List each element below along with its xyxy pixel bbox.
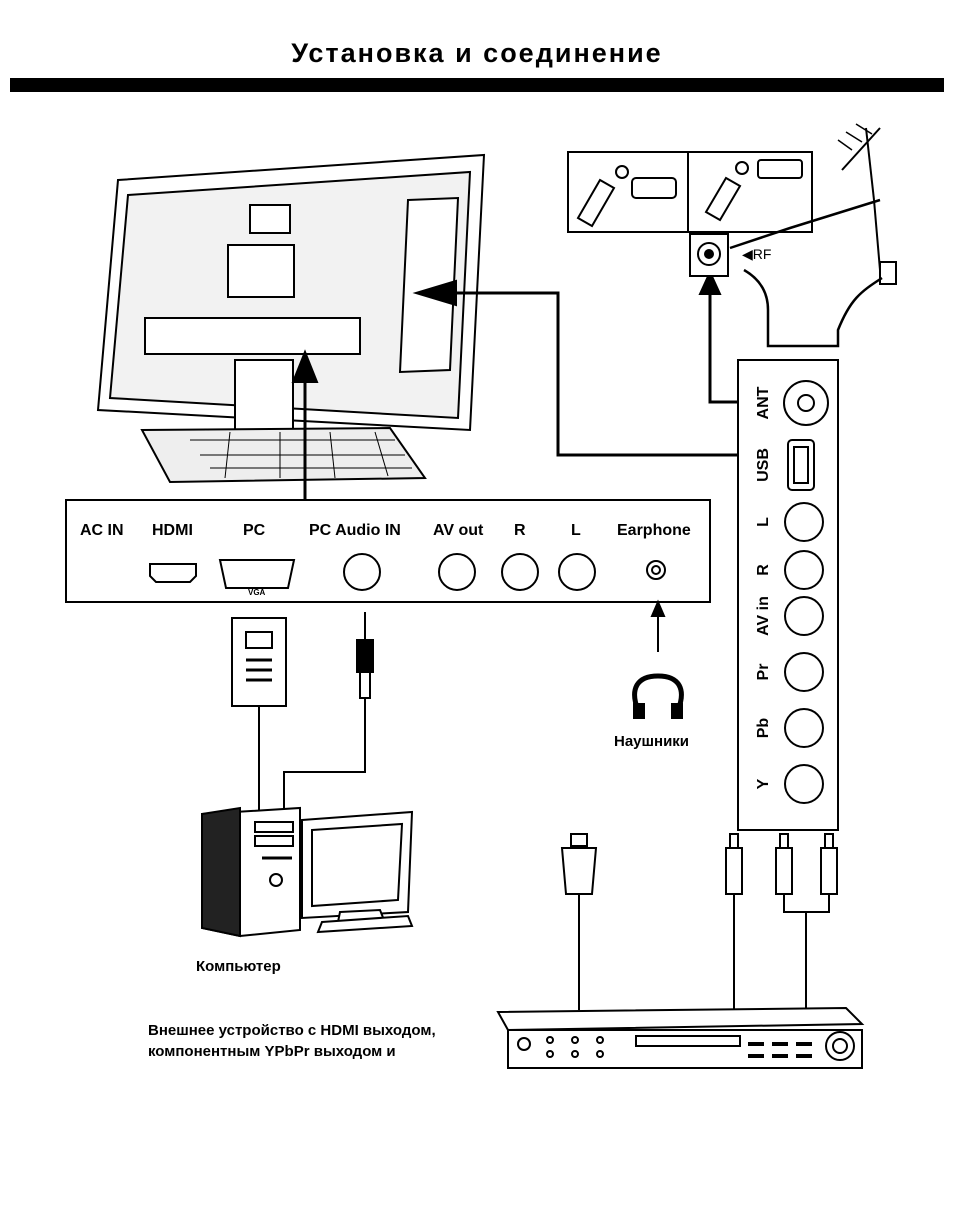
side-label-pb: Pb — [755, 710, 773, 746]
external-device-line-2: компонентным YPbPr выходом и — [148, 1041, 436, 1062]
side-label-usb: USB — [755, 447, 773, 483]
headphones-label: Наушники — [614, 733, 689, 750]
side-label-ant: ANT — [755, 385, 773, 421]
side-connector-panel — [738, 360, 838, 830]
hdmi-cable — [562, 834, 596, 1010]
side-label-pr: Pr — [755, 654, 773, 690]
port-label-hdmi: HDMI — [152, 522, 193, 540]
external-device-line-1: Внешнее устройство с HDMI выходом, — [148, 1020, 436, 1041]
external-player-illustration — [498, 1008, 862, 1068]
side-label-r: R — [755, 552, 773, 588]
headphones-icon — [634, 676, 682, 718]
port-label-earphone: Earphone — [617, 522, 691, 540]
computer-illustration — [202, 808, 412, 936]
rf-label-text: RF — [753, 246, 772, 262]
pc-audio-cable — [284, 612, 373, 822]
port-label-r: R — [514, 522, 526, 540]
side-label-l: L — [755, 504, 773, 540]
side-label-av-in: AV in — [755, 592, 773, 640]
bottom-connector-panel — [66, 500, 710, 602]
computer-label: Компьютер — [196, 958, 281, 975]
side-label-y: Y — [755, 766, 773, 802]
tv-back-illustration — [98, 155, 484, 482]
rf-plug-inset-right — [688, 152, 812, 232]
port-label-l: L — [571, 522, 581, 540]
port-label-pc: PC — [243, 522, 265, 540]
port-label-pc-audio-in: PC Audio IN — [309, 522, 401, 540]
rf-plug-inset-left — [568, 152, 688, 232]
rf-label: ◀RF — [742, 246, 771, 263]
vga-cable — [232, 618, 286, 822]
rca-cables — [726, 834, 837, 1010]
external-device-description: Внешнее устройство с HDMI выходом, компо… — [148, 1020, 436, 1062]
port-label-av-out: AV out — [433, 522, 483, 540]
port-label-ac-in: AC IN — [80, 522, 124, 540]
vga-caption: VGA — [248, 588, 265, 597]
